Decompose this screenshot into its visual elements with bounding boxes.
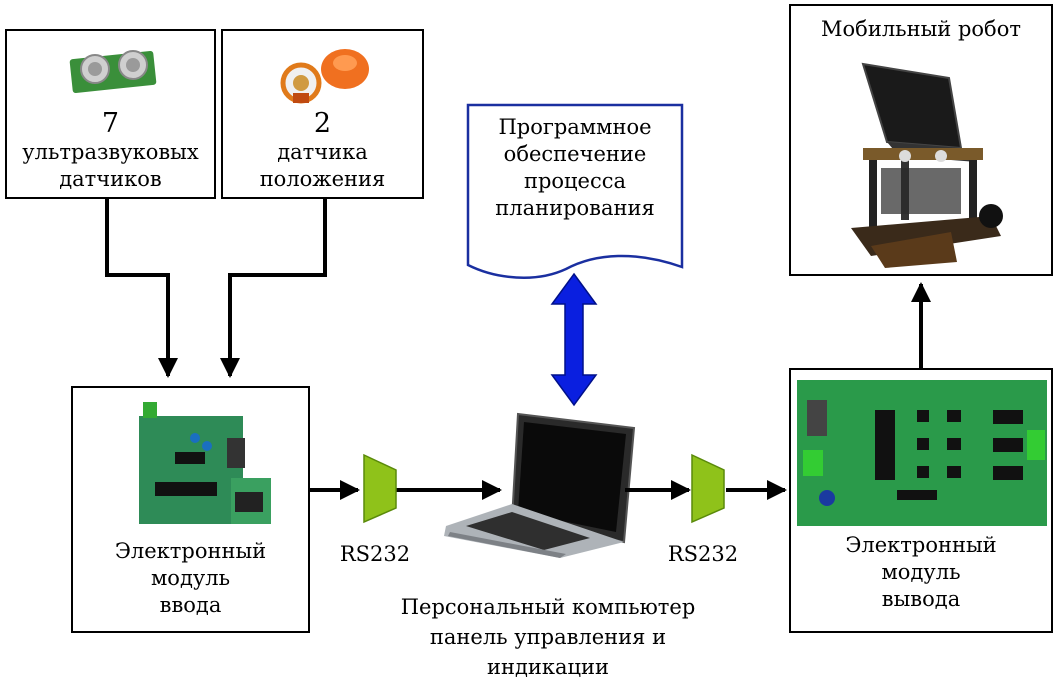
output-module-box: Электронный модуль вывода <box>789 368 1053 633</box>
output-module-label: Электронный модуль вывода <box>791 532 1051 613</box>
input-module-box: Электронный модуль ввода <box>71 386 310 633</box>
software-line3: процесса <box>523 169 627 193</box>
output-line3: вывода <box>881 587 961 611</box>
output-board-image <box>797 380 1047 526</box>
software-line1: Программное <box>498 115 652 139</box>
position-sensor-image <box>280 49 369 104</box>
output-line1: Электронный <box>845 533 997 557</box>
software-label: Программное обеспечение процесса планиро… <box>466 114 684 222</box>
ultrasonic-line2: датчиков <box>59 167 162 191</box>
software-line4: планирования <box>495 196 655 220</box>
wire-ultrasonic-to-input <box>105 199 178 378</box>
ultrasonic-count: 7 <box>101 108 120 139</box>
ultrasonic-sensor-image <box>69 50 157 93</box>
input-line1: Электронный <box>114 539 267 563</box>
input-line3: ввода <box>159 593 222 617</box>
mobile-robot-image <box>851 62 1003 268</box>
laptop-image <box>444 412 636 558</box>
pc-label: Персональный компьютер панель управления… <box>388 592 708 682</box>
position-line1: датчика <box>277 140 368 164</box>
wire-position-to-input <box>220 199 327 378</box>
software-line2: обеспечение <box>503 142 647 166</box>
position-count: 2 <box>313 108 332 139</box>
ultrasonic-line1: ультразвуковых <box>22 140 199 164</box>
pc-line2: панель управления и <box>429 625 667 649</box>
rs232-converter-right <box>691 453 725 524</box>
output-line2: модуль <box>881 560 961 584</box>
ultrasonic-sensors-box: 7 ультразвуковых датчиков <box>5 29 216 199</box>
mobile-robot-title: Мобильный робот <box>821 17 1021 41</box>
pc-line3: индикации <box>486 655 610 679</box>
position-line2: положения <box>259 167 386 191</box>
pc-line1: Персональный компьютер <box>400 595 696 619</box>
double-arrow-software-pc <box>550 272 598 407</box>
rs232-converter-left <box>363 453 397 524</box>
mobile-robot-box: Мобильный робот <box>789 4 1053 276</box>
input-board-image <box>139 402 271 524</box>
ultrasonic-sensors-label: 7 ультразвуковых датчиков <box>7 109 214 193</box>
position-sensors-box: 2 датчика положения <box>221 29 424 199</box>
rs232-label-right: RS232 <box>667 542 739 566</box>
software-document-shape <box>466 103 684 279</box>
position-sensors-label: 2 датчика положения <box>223 109 422 193</box>
input-line2: модуль <box>150 566 231 590</box>
rs232-label-left: RS232 <box>339 542 411 566</box>
input-module-label: Электронный модуль ввода <box>73 538 308 619</box>
